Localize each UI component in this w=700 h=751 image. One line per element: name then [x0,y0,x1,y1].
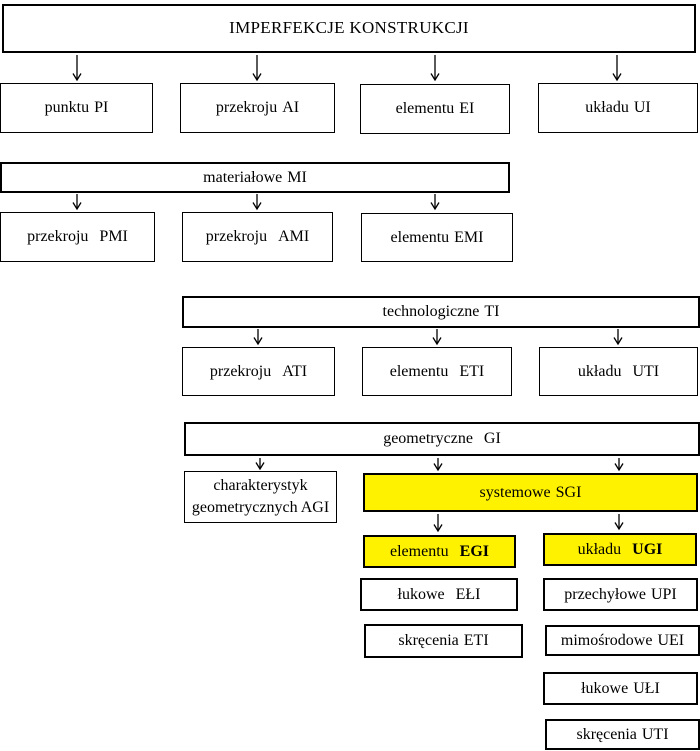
box-elementu-eti: elementu ETI [362,347,512,396]
box-ukladu-uti: układu UTI [539,347,698,396]
box-label: układu [577,362,622,380]
box-code: UGI [632,540,663,558]
box-przekroju-ami: przekroju AMI [182,212,333,262]
box-label: przekroju [27,228,89,246]
box-code: UEI [657,631,685,649]
box-charakterystyk-agi: charakterystyk geometrycznych AGI [184,471,337,523]
bar-materialowe-mi: materiałowe MI [0,162,510,193]
box-przekroju-ai: przekroju AI [180,83,335,133]
box-przekroju-ati: przekroju ATI [182,347,335,396]
box-label: łukowe [397,585,445,603]
box-label: układu [577,540,622,558]
bar-label: systemowe [479,483,551,501]
box-code: UI [633,99,651,117]
box-przechylowe-upi: przechyłowe UPI [543,578,698,611]
box-lukowe-eli: łukowe EŁI [360,578,518,611]
box-code: ETI [463,632,489,650]
box-label: punktu [44,99,90,117]
box-label: przekroju [205,228,268,246]
box-code: EGI [459,542,489,560]
bar-geometryczne-gi: geometryczne GI [184,422,700,456]
box-mimosrodowe-uei: mimośrodowe UEI [545,625,700,656]
box-label: skręcenia [576,725,637,743]
box-label: elementu [395,100,455,118]
box-skrecenia-eti: skręcenia ETI [364,624,523,658]
box-code: EŁI [455,585,481,603]
box-label: przekroju [209,362,272,380]
bar-code: TI [484,303,500,321]
box-ukladu-ugi: układu UGI [543,533,697,566]
box-label: przechyłowe [564,585,646,603]
box-code: ATI [282,362,308,380]
bar-code: SGI [555,483,582,501]
box-label: łukowe [581,679,629,697]
box-elementu-egi: elementu EGI [363,535,516,568]
box-lukowe-uli: łukowe UŁI [543,672,698,705]
box-code: UPI [650,585,677,603]
box-ukladu-ui: układu UI [538,83,698,133]
bar-label: geometryczne [383,430,473,448]
box-label: elementu [390,542,449,560]
box-label: skręcenia [398,632,459,650]
box-code: UŁI [633,679,660,697]
box-elementu-ei: elementu EI [360,84,510,134]
box-code: AMI [278,228,310,246]
box-label: elementu [389,362,449,380]
box-skrecenia-uti: skręcenia UTI [545,719,700,750]
bar-technologiczne-ti: technologiczne TI [182,296,700,328]
box-code: AI [282,99,300,117]
box-code: EMI [454,228,484,246]
box-elementu-emi: elementu EMI [361,213,513,262]
bar-code: MI [287,168,307,186]
box-code: UTI [632,362,660,380]
bar-label: materiałowe [203,168,283,186]
box-code: PMI [99,228,128,246]
box-label: układu [585,99,629,117]
bar-systemowe-sgi: systemowe SGI [363,473,698,512]
box-code: EI [459,100,475,118]
box-label: IMPERFEKCJE KONSTRUKCJI [229,18,469,38]
bar-label: technologiczne [382,303,480,321]
box-label-line2: geometrycznych AGI [191,499,330,516]
box-punktu-pi: punktu PI [0,83,153,133]
box-code: ETI [459,362,485,380]
box-code: UTI [641,725,669,743]
bar-code: GI [483,430,501,448]
box-przekroju-pmi: przekroju PMI [0,212,155,262]
box-label-line1: charakterystyk [213,477,308,494]
box-label: mimośrodowe [560,631,653,649]
box-imperfekcje-konstrukcji: IMPERFEKCJE KONSTRUKCJI [2,4,696,53]
box-label: przekroju [215,99,278,117]
box-code: PI [94,99,109,117]
box-label: elementu [390,228,450,246]
